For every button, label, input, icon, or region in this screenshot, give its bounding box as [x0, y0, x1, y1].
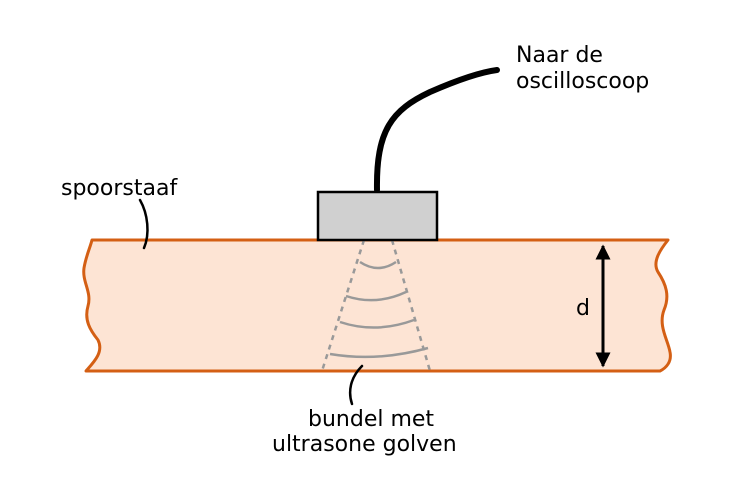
beam-edge-left — [320, 239, 366, 372]
rail-label: spoorstaaf — [61, 176, 178, 201]
rail-body — [82, 238, 672, 373]
wave-front — [345, 290, 407, 302]
beam-leader-line — [348, 364, 364, 406]
beam-label-line2: ultrasone golven — [272, 432, 457, 457]
ultrasound-beam — [320, 239, 432, 372]
cable-label-line2: oscilloscoop — [516, 69, 649, 94]
transducer-probe — [316, 190, 439, 242]
cable-label-line1: Naar de — [516, 43, 603, 68]
beam-label-line1: bundel met — [308, 407, 434, 432]
wave-front — [329, 346, 429, 359]
wave-front — [339, 318, 415, 329]
oscilloscope-cable — [373, 67, 500, 193]
thickness-label: d — [576, 296, 590, 321]
wave-front — [359, 260, 397, 270]
rail-leader-line — [138, 198, 149, 250]
